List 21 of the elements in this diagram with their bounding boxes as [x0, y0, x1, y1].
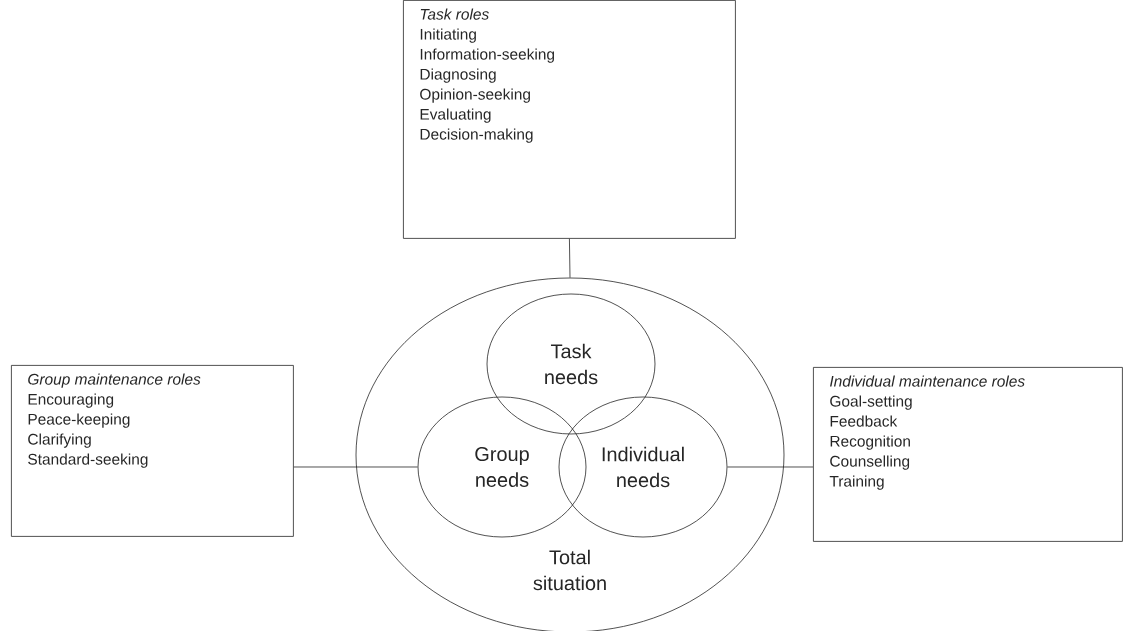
role-item: Goal-setting [830, 395, 912, 410]
role-item: Feedback [830, 415, 898, 427]
role-item: Clarifying [28, 433, 91, 448]
role-item: Opinion-seeking [420, 88, 530, 103]
role-item: Initiating [420, 28, 476, 43]
role-item: Peace-keeping [28, 413, 130, 428]
role-item: Decision-making [420, 128, 533, 143]
connector-line [727, 466, 814, 468]
role-item: Counselling [830, 455, 910, 470]
role-item: Training [829, 475, 884, 490]
heading: Task roles [420, 8, 489, 20]
role-item: Information-seeking [420, 48, 554, 63]
role-item: Recognition [830, 435, 910, 450]
connector-line [569, 238, 571, 278]
role-item: Standard-seeking [28, 453, 148, 468]
role-item: Encouraging [28, 393, 114, 408]
heading: Group maintenance roles [28, 373, 201, 388]
role-item: Evaluating [420, 108, 491, 123]
connector-line [293, 466, 418, 468]
heading: Individual maintenance roles [830, 375, 1025, 387]
role-item: Diagnosing [420, 68, 496, 83]
